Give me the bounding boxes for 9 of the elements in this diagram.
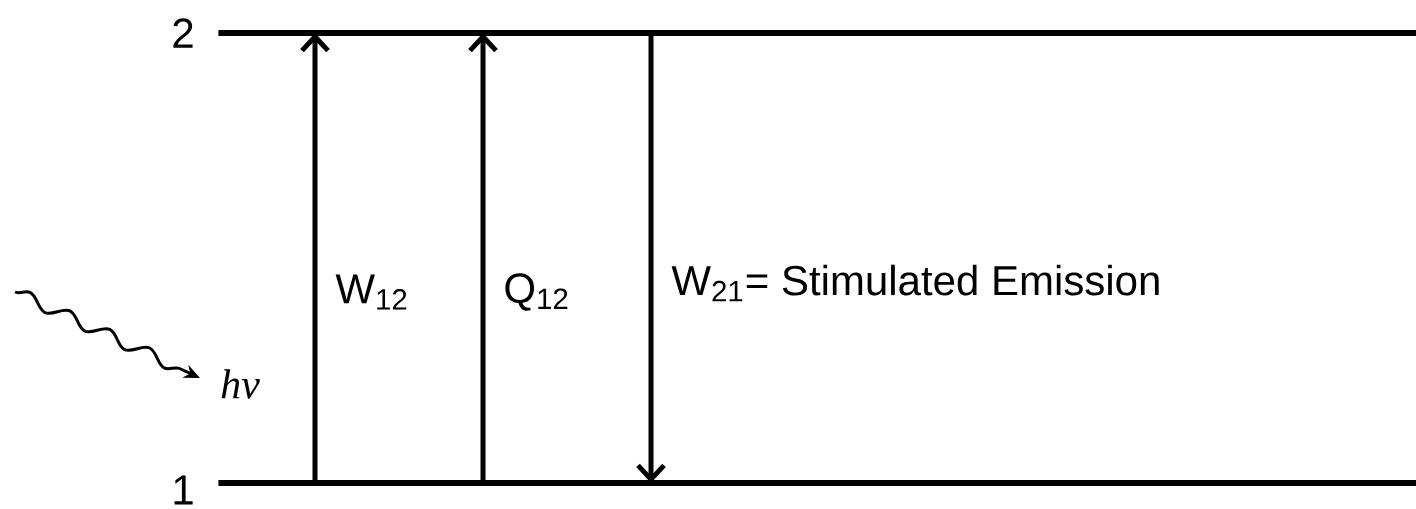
transition-arrow <box>468 33 498 483</box>
level-label: 2 <box>173 18 193 48</box>
level-label: 1 <box>174 475 193 505</box>
photon-label: hν <box>221 369 260 399</box>
edge-label: Q$_{12}$ <box>505 273 568 311</box>
transition-arrow <box>636 33 666 483</box>
edge-label: W$_{21}$= Stimulated Emission <box>671 264 1159 302</box>
edge-label: W$_{12}$ <box>335 274 407 310</box>
transition-arrow <box>300 33 330 483</box>
